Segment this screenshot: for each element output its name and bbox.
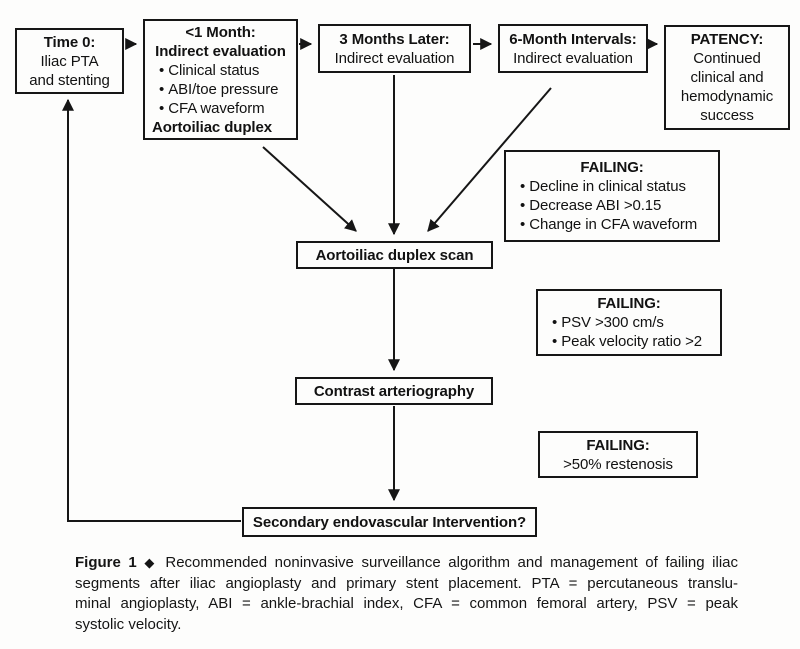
- box-under-1-month-footer: Aortoiliac duplex: [152, 118, 272, 136]
- box-3-months-later: 3 Months Later: Indirect evaluation: [318, 24, 471, 73]
- caption-line-1: Figure 1 ◆ Recommended noninvasive surve…: [75, 553, 738, 574]
- bullet-item: CFA waveform: [159, 99, 292, 118]
- box-contrast-arteriography-title: Contrast arteriography: [313, 382, 475, 400]
- bullet-item: Clinical status: [159, 61, 292, 80]
- box-time-0-title: Time 0:: [43, 33, 96, 51]
- bullet-item: ABI/toe pressure: [159, 80, 292, 99]
- caption-line-2: segments after iliac angioplasty and pri…: [75, 574, 738, 592]
- box-failing-duplex: FAILING: PSV >300 cm/s Peak velocity rat…: [536, 289, 722, 356]
- box-failing-indirect-bullets: Decline in clinical status Decrease ABI …: [510, 177, 714, 234]
- box-patency-line: Continued: [693, 50, 761, 67]
- arrow-6month-to-duplex-scan: [427, 87, 552, 232]
- bullet-item: Peak velocity ratio >2: [552, 332, 716, 351]
- box-6-month-intervals: 6-Month Intervals: Indirect evaluation: [498, 24, 648, 73]
- bullet-item: Decrease ABI >0.15: [520, 196, 714, 215]
- box-patency: PATENCY: Continued clinical and hemodyna…: [664, 25, 790, 130]
- box-failing-arteriography: FAILING: >50% restenosis: [538, 431, 698, 478]
- box-aortoiliac-duplex-scan-title: Aortoiliac duplex scan: [315, 246, 474, 264]
- bullet-item: Change in CFA waveform: [520, 215, 714, 234]
- box-patency-title: PATENCY:: [690, 31, 764, 48]
- box-failing-indirect: FAILING: Decline in clinical status Decr…: [504, 150, 720, 242]
- box-under-1-month-title: <1 Month:: [185, 23, 256, 41]
- box-under-1-month-bullets: Clinical status ABI/toe pressure CFA wav…: [149, 61, 292, 118]
- box-6-month-intervals-subtitle: Indirect evaluation: [513, 49, 633, 67]
- box-failing-duplex-bullets: PSV >300 cm/s Peak velocity ratio >2: [542, 313, 716, 351]
- box-6-month-intervals-title: 6-Month Intervals:: [509, 30, 637, 48]
- figure-caption: Figure 1 ◆ Recommended noninvasive surve…: [75, 553, 738, 635]
- box-secondary-intervention-title: Secondary endovascular Intervention?: [252, 513, 527, 531]
- figure-label: Figure 1: [75, 554, 137, 571]
- box-3-months-later-subtitle: Indirect evaluation: [334, 49, 455, 67]
- bullet-item: Decline in clinical status: [520, 177, 714, 196]
- box-contrast-arteriography: Contrast arteriography: [295, 377, 493, 405]
- box-failing-arteriography-title: FAILING:: [586, 436, 650, 454]
- box-3-months-later-title: 3 Months Later:: [339, 30, 450, 48]
- box-patency-line: hemodynamic: [680, 88, 774, 105]
- caption-text: Recommended noninvasive surveillance alg…: [165, 554, 739, 571]
- diamond-icon: ◆: [144, 555, 158, 570]
- box-under-1-month: <1 Month: Indirect evaluation Clinical s…: [143, 19, 298, 140]
- box-secondary-intervention: Secondary endovascular Intervention?: [242, 507, 537, 537]
- bullet-item: PSV >300 cm/s: [552, 313, 716, 332]
- box-time-0-line: Iliac PTA: [40, 52, 99, 70]
- box-under-1-month-subtitle: Indirect evaluation: [155, 42, 286, 60]
- box-failing-arteriography-line: >50% restenosis: [563, 455, 673, 473]
- arrow-1month-to-duplex-scan: [262, 146, 357, 232]
- box-time-0-line: and stenting: [29, 71, 110, 89]
- arrow-secondary-to-time0: [62, 98, 241, 522]
- box-aortoiliac-duplex-scan: Aortoiliac duplex scan: [296, 241, 493, 269]
- caption-line-3: minal angioplasty, ABI = ankle-brachial …: [75, 595, 738, 612]
- caption-line-4: systolic velocity.: [75, 615, 182, 633]
- box-patency-line: clinical and: [690, 69, 764, 86]
- box-time-0: Time 0: Iliac PTA and stenting: [15, 28, 124, 94]
- box-failing-indirect-title: FAILING:: [580, 159, 644, 176]
- box-patency-line: success: [700, 107, 754, 124]
- box-failing-duplex-title: FAILING:: [597, 295, 661, 312]
